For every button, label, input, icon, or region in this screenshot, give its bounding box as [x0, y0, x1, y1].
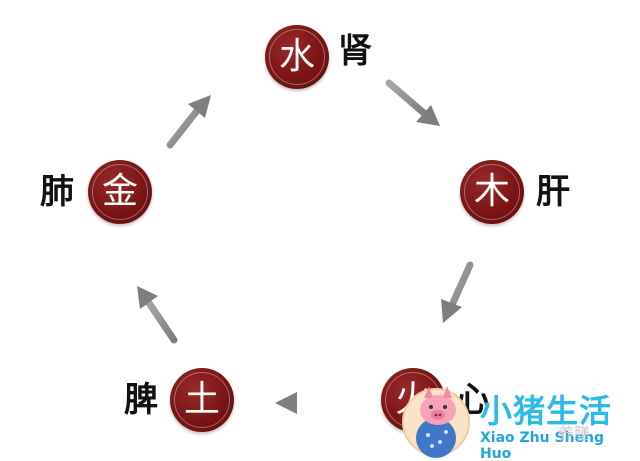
- element-water-label: 水: [278, 36, 315, 77]
- arrow-water-to-wood: [385, 79, 440, 126]
- brand-logo: 小猪生活 Xiao Zhu Sheng Huo: [400, 378, 640, 461]
- element-earth-circle: 土: [170, 368, 234, 432]
- element-wood-label: 木: [473, 171, 510, 212]
- arrow-fire-to-earth: [275, 392, 344, 414]
- element-metal-circle: 金: [88, 160, 152, 224]
- logo-subtitle: Xiao Zhu Sheng Huo: [480, 430, 605, 461]
- watermark-text: 养膳: [558, 424, 591, 443]
- organ-kidney-label: 肾: [338, 31, 372, 71]
- organ-lung-label: 肺: [40, 172, 74, 212]
- arrow-earth-to-metal: [137, 286, 178, 344]
- element-metal-label: 金: [101, 171, 138, 212]
- element-earth-label: 土: [183, 379, 220, 420]
- logo-title: 小猪生活: [480, 392, 613, 430]
- pig-mascot-icon: [402, 386, 470, 458]
- arrow-wood-to-fire: [441, 261, 474, 323]
- arrow-metal-to-water: [166, 95, 211, 149]
- organ-liver-label: 肝: [536, 172, 570, 212]
- element-water-circle: 水: [265, 25, 329, 89]
- organ-spleen-label: 脾: [124, 380, 158, 420]
- element-wood-circle: 木: [460, 160, 524, 224]
